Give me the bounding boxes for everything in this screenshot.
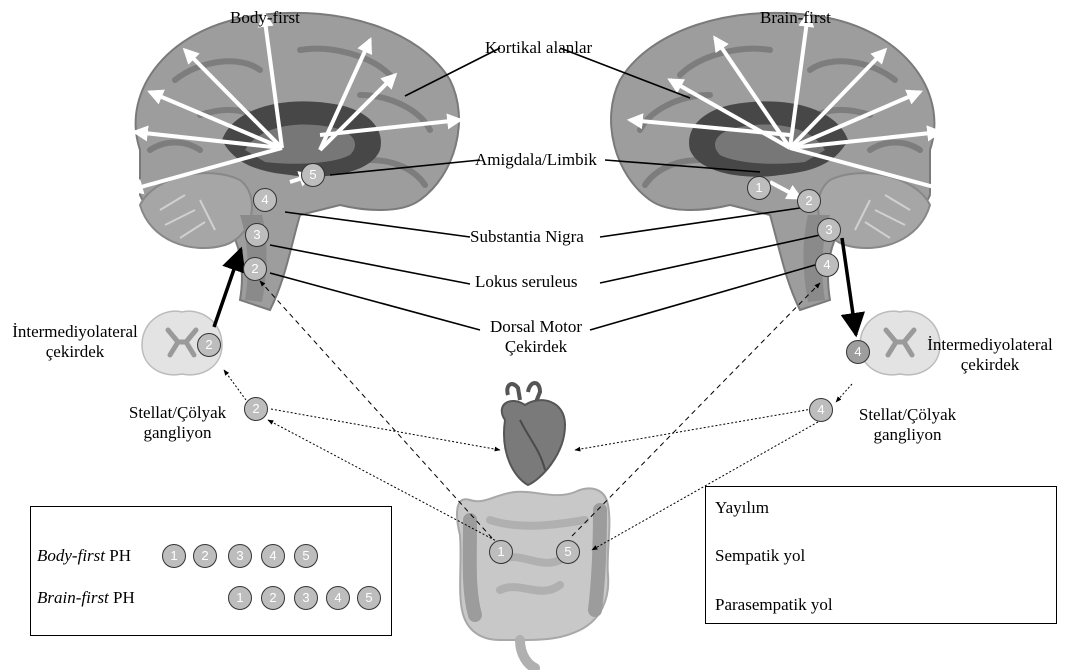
body-first-stage-4: 4 <box>261 544 285 568</box>
stage-order-box: Body-first PH 1 2 3 4 5 Brain-first PH 1… <box>30 506 392 636</box>
body-first-stage-5: 5 <box>294 544 318 568</box>
right-brain <box>611 13 934 310</box>
label-cortical: Kortikal alanlar <box>485 38 592 58</box>
left-stellate-line2: gangliyon <box>110 423 245 443</box>
brain-first-row-label: Brain-first PH <box>37 588 135 608</box>
badge-left-dmv: 2 <box>243 257 267 281</box>
left-brain <box>136 13 459 310</box>
brain-first-name: Brain-first <box>37 588 109 607</box>
label-amygdala: Amigdala/Limbik <box>475 150 597 170</box>
body-first-name: Body-first <box>37 546 105 565</box>
right-stellate-label: Stellat/Çölyak gangliyon <box>840 405 975 445</box>
right-iml-label: İntermediyolateral çekirdek <box>915 335 1065 375</box>
legend-parasympathetic-label: Parasempatik yol <box>715 595 833 615</box>
badge-left-lc: 3 <box>245 223 269 247</box>
intestine-icon <box>457 488 609 668</box>
label-dorsal-motor-line1: Dorsal Motor <box>478 317 594 337</box>
body-first-row-label: Body-first PH <box>37 546 131 566</box>
label-dorsal-motor-line2: Çekirdek <box>478 337 594 357</box>
badge-left-amygdala: 5 <box>301 163 325 187</box>
badge-right-stellate: 4 <box>809 398 833 422</box>
right-iml-line1: İntermediyolateral <box>915 335 1065 355</box>
badge-right-iml: 4 <box>846 340 870 364</box>
left-iml-label: İntermediyolateral çekirdek <box>5 322 145 362</box>
badge-left-sn: 4 <box>253 188 277 212</box>
badge-right-amygdala: 1 <box>747 176 771 200</box>
body-first-stage-2: 2 <box>193 544 217 568</box>
left-iml-line1: İntermediyolateral <box>5 322 145 342</box>
heart-icon <box>502 383 565 485</box>
right-stellate-line1: Stellat/Çölyak <box>840 405 975 425</box>
badge-right-dmv: 4 <box>815 253 839 277</box>
badge-left-iml: 2 <box>197 333 221 357</box>
legend-box: Yayılım Sempatik yol Parasempatik yol <box>705 486 1057 624</box>
left-iml-line2: çekirdek <box>5 342 145 362</box>
badge-gut-right: 5 <box>556 540 580 564</box>
brain-first-stage-4: 4 <box>326 586 350 610</box>
body-first-stage-1: 1 <box>162 544 186 568</box>
badge-right-sn: 2 <box>797 189 821 213</box>
badge-right-lc: 3 <box>817 218 841 242</box>
body-first-suffix: PH <box>109 546 131 565</box>
brain-first-title: Brain-first <box>760 8 831 28</box>
brain-first-stage-2: 2 <box>261 586 285 610</box>
right-stellate-line2: gangliyon <box>840 425 975 445</box>
body-first-title: Body-first <box>230 8 300 28</box>
brain-first-suffix: PH <box>113 588 135 607</box>
brain-first-stage-3: 3 <box>294 586 318 610</box>
legend-spread-label: Yayılım <box>715 498 769 518</box>
label-substantia-nigra: Substantia Nigra <box>470 227 584 247</box>
badge-left-stellate: 2 <box>244 397 268 421</box>
brain-first-stage-1: 1 <box>228 586 252 610</box>
legend-sympathetic-label: Sempatik yol <box>715 546 805 566</box>
label-dorsal-motor: Dorsal Motor Çekirdek <box>478 317 594 357</box>
left-stellate-label: Stellat/Çölyak gangliyon <box>110 403 245 443</box>
label-locus: Lokus seruleus <box>475 272 577 292</box>
brain-first-stage-5: 5 <box>357 586 381 610</box>
right-iml-line2: çekirdek <box>915 355 1065 375</box>
body-first-stage-3: 3 <box>228 544 252 568</box>
badge-gut-left: 1 <box>489 540 513 564</box>
left-stellate-line1: Stellat/Çölyak <box>110 403 245 423</box>
